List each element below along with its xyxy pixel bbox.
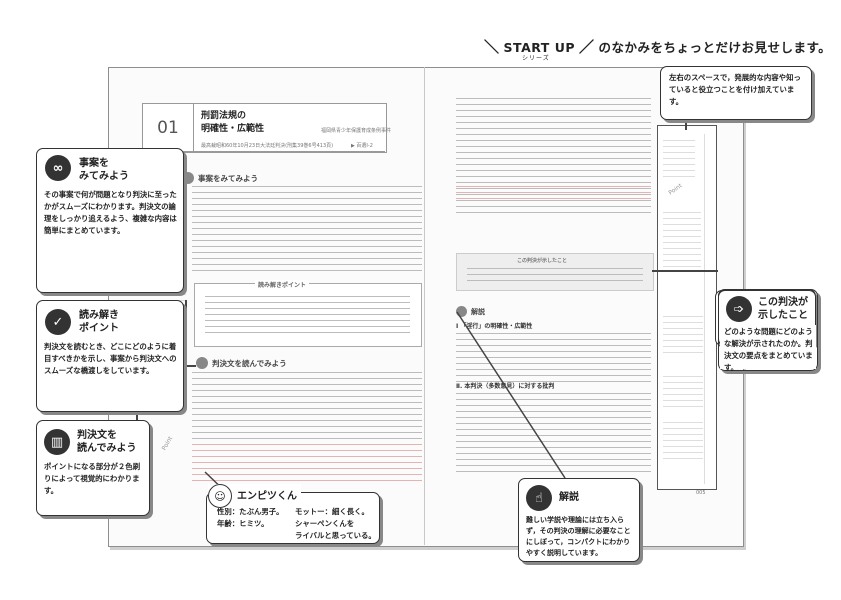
- hanketsu-text: [192, 372, 422, 444]
- connector-shimeshita: [652, 270, 718, 272]
- checkmark-icon: ✓: [45, 309, 71, 335]
- callout-kaisetsu: ☝ 解説 難しい学説や理論には立ち入らず，その判決の理解に必要なことにしぼって，…: [518, 478, 640, 562]
- callout-kaisetsu-desc: 難しい学説や理論には立ち入らず，その判決の理解に必要なことにしぼって，コンパクト…: [526, 516, 631, 557]
- right-sidenote-column: Point: [657, 125, 717, 490]
- section-hanketsu-heading: 判決文を読んでみよう: [196, 357, 287, 369]
- arrow-right-icon: ➩: [726, 296, 752, 322]
- callout-shimeshita-desc: どのような問題にどのような解決が示されたのか。判決文の要点をまとめています。: [724, 327, 813, 372]
- callout-space-desc: 左右のスペースで，発展的な内容や知っていると役立つことを付け加えています。: [669, 73, 801, 106]
- case-court: 福岡県青少年保護育成条例事件: [321, 128, 392, 134]
- section-kaisetsu-heading: 解説: [456, 306, 485, 317]
- callout-yomitoki-title: 読み解き ポイント: [79, 310, 119, 334]
- connector-kaisetsu-line: [456, 311, 566, 479]
- pointing-hand-icon: ☝: [526, 485, 552, 511]
- case-number: 01: [157, 118, 179, 138]
- enpitsu-age: 年齢：ヒミツ。: [217, 519, 269, 528]
- callout-hanketsu-title: 判決文を 読んでみよう: [77, 430, 137, 454]
- enpitsu-gender: 性別：たぶん男子。: [217, 507, 284, 516]
- enpitsu-title: ☺ エンピツくん: [208, 484, 301, 508]
- case-header-rule: [142, 151, 385, 153]
- open-book-icon: ▥: [44, 429, 70, 455]
- handshake-icon: [182, 172, 194, 184]
- header-title: ＼START UP／のなかみをちょっとだけお見せします。 シリーズ: [484, 38, 832, 62]
- kaisetsu-heading-1: I 「淫行」の明確性・広範性: [456, 323, 533, 330]
- pencil-character-icon: ☺: [208, 484, 232, 508]
- callout-hanketsu: ▥ 判決文を 読んでみよう ポイントになる部分が２色刷りによって視覚的にわかりま…: [36, 420, 150, 516]
- jian-text: [192, 186, 422, 276]
- callout-hanketsu-desc: ポイントになる部分が２色刷りによって視覚的にわかります。: [44, 462, 141, 495]
- section-jian-heading: 事案をみてみよう: [182, 172, 258, 184]
- case-header-box: 01 刑罰法規の 明確性・広範性 福岡県青少年保護育成条例事件 最高裁昭和60年…: [142, 103, 392, 153]
- case-badge: ▶ 百選Ⅰ-2: [351, 143, 373, 149]
- callout-shimeshita-title: この判決が 示したこと: [758, 297, 808, 321]
- callout-jian-title: 事案を みてみよう: [79, 158, 129, 182]
- yomitoki-box-text: [205, 296, 410, 338]
- book-icon: [196, 357, 208, 369]
- case-ref: 最高裁昭和60年10月23日大法廷判決(刑集39巻6号413頁): [201, 143, 334, 149]
- shimeshita-box: この判決が示したこと: [456, 253, 654, 291]
- yomitoki-box: 読み解きポイント: [194, 280, 422, 347]
- case-title: 刑罰法規の 明確性・広範性: [201, 111, 265, 134]
- callout-kaisetsu-title: 解説: [559, 492, 579, 503]
- callout-shimeshita-outer-full: [718, 289, 818, 371]
- right-point-mark: Point: [667, 182, 684, 197]
- callout-space: 左右のスペースで，発展的な内容や知っていると役立つことを付け加えています。: [660, 66, 812, 120]
- callout-jian-desc: その事案で何が問題となり判決に至ったかがスムーズにわかります。判決文の論理をしっ…: [44, 190, 177, 235]
- hanketsu-highlight: [192, 444, 422, 484]
- connector-space: [685, 120, 687, 130]
- enpitsu-likes-1: シャーペンくんを: [295, 519, 355, 528]
- right-page-number: 005: [696, 490, 706, 496]
- callout-jian: ∞ 事案を みてみよう その事案で何が問題となり判決に至ったかがスムーズにわかり…: [36, 148, 184, 293]
- handshake-icon: ∞: [45, 155, 71, 181]
- shimeshita-box-label: この判決が示したこと: [517, 258, 568, 264]
- case-number-box: 01: [143, 104, 194, 152]
- connector-yomitoki: [185, 300, 187, 322]
- book-spine: [424, 67, 425, 545]
- header-series: シリーズ: [522, 55, 550, 62]
- hand-icon: [456, 306, 467, 317]
- enpitsu-motto: モットー：細く長く。: [295, 507, 369, 516]
- header-title-jp: のなかみをちょっとだけお見せします。: [598, 40, 832, 55]
- enpitsu-likes-2: ライバルと思っている。: [295, 531, 376, 540]
- right-top-highlight: [456, 186, 651, 204]
- callout-yomitoki: ✓ 読み解き ポイント 判決文を読むとき、どこにどのように着目すべきかを示し、事…: [36, 300, 184, 412]
- shimeshita-box-text: [467, 268, 643, 284]
- callout-yomitoki-desc: 判決文を読むとき、どこにどのように着目すべきかを示し、事案から判決文へのスムーズ…: [44, 342, 177, 375]
- yomitoki-box-label: 読み解きポイント: [255, 280, 310, 289]
- header-title-en: START UP: [503, 40, 576, 55]
- callout-shimeshita-fill: [720, 325, 816, 369]
